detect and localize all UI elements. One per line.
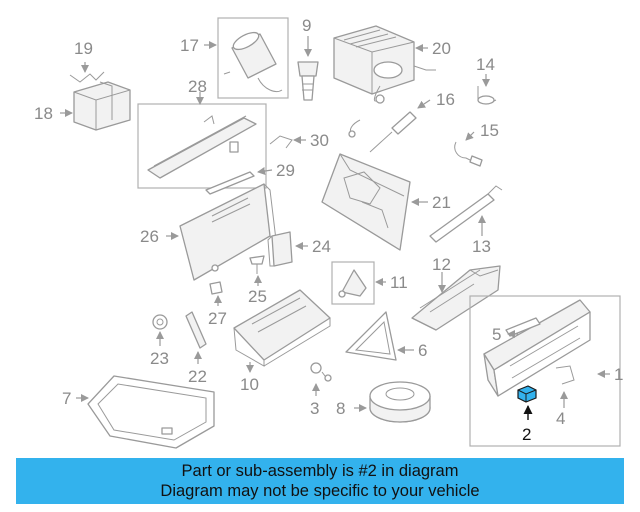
- part-2-highlighted-clip[interactable]: [517, 385, 537, 420]
- part-8-spare-wheel-mount[interactable]: [354, 381, 431, 423]
- callout-14: 14: [476, 55, 495, 74]
- part-25-fastener[interactable]: [249, 255, 265, 286]
- part-10-floor-cover[interactable]: [233, 289, 331, 373]
- part-16-tool[interactable]: [348, 99, 431, 153]
- inset-box-1: [469, 295, 621, 447]
- part-27-clip[interactable]: [209, 281, 223, 306]
- callout-4: 4: [556, 409, 565, 428]
- callout-21: 21: [432, 193, 451, 212]
- callout-16: 16: [436, 90, 455, 109]
- part-30-clip[interactable]: [269, 135, 306, 149]
- callout-20: 20: [432, 39, 451, 58]
- part-1-sill-trim-panel[interactable]: [483, 299, 610, 397]
- callout-12: 12: [432, 255, 451, 274]
- callout-15: 15: [480, 121, 499, 140]
- callout-6: 6: [418, 341, 427, 360]
- callout-26: 26: [140, 227, 159, 246]
- part-14-hook[interactable]: [477, 74, 497, 105]
- callout-7: 7: [62, 389, 71, 408]
- callout-5: 5: [492, 325, 501, 344]
- part-22-bracket[interactable]: [185, 311, 207, 364]
- callout-2: 2: [522, 425, 531, 444]
- part-18-first-aid-kit[interactable]: [60, 81, 131, 131]
- part-28-trim-cover[interactable]: [147, 92, 257, 179]
- part-17-compressor-canister[interactable]: [204, 29, 283, 92]
- inset-box-17: [217, 17, 289, 99]
- callout-3: 3: [310, 399, 319, 418]
- part-24-bracket[interactable]: [267, 231, 308, 267]
- part-26-side-trim-panel[interactable]: [166, 183, 277, 281]
- callout-29: 29: [276, 161, 295, 180]
- callout-23: 23: [150, 349, 169, 368]
- callout-27: 27: [208, 309, 227, 328]
- callout-10: 10: [240, 375, 259, 394]
- part-12-jack[interactable]: [411, 265, 501, 331]
- part-20-tire-inflator-compressor[interactable]: [333, 25, 436, 104]
- part-9-valve[interactable]: [297, 36, 319, 101]
- callout-11: 11: [390, 273, 408, 292]
- callout-17: 17: [180, 36, 199, 55]
- inset-box-11: [331, 261, 375, 305]
- callout-13: 13: [472, 237, 491, 256]
- part-21-storage-tray[interactable]: [321, 153, 428, 251]
- callout-22: 22: [188, 367, 207, 386]
- callout-24: 24: [312, 237, 331, 256]
- part-19-strap[interactable]: [69, 62, 105, 83]
- callout-30: 30: [310, 131, 329, 150]
- part-6-warning-triangle[interactable]: [345, 311, 414, 361]
- info-banner: Part or sub-assembly is #2 in diagram Di…: [16, 458, 624, 504]
- parts-diagram: 19 18 17 9 20 14: [34, 16, 623, 449]
- callout-1: 1: [614, 365, 623, 384]
- part-7-floor-mat[interactable]: [76, 375, 215, 449]
- banner-line-1: Part or sub-assembly is #2 in diagram: [181, 462, 459, 480]
- part-3-fastener[interactable]: [310, 362, 332, 396]
- part-23-cap[interactable]: [152, 314, 168, 346]
- callout-25: 25: [248, 287, 267, 306]
- callout-9: 9: [302, 16, 311, 35]
- part-11-holder[interactable]: [338, 269, 386, 298]
- callout-8: 8: [336, 399, 345, 418]
- callout-18: 18: [34, 104, 53, 123]
- callout-28: 28: [188, 77, 207, 96]
- part-15-tow-hook[interactable]: [454, 131, 483, 167]
- callout-19: 19: [74, 39, 93, 58]
- part-29-strip[interactable]: [205, 167, 273, 195]
- part-13-wrench-rod[interactable]: [429, 185, 503, 243]
- banner-line-2: Diagram may not be specific to your vehi…: [160, 482, 480, 500]
